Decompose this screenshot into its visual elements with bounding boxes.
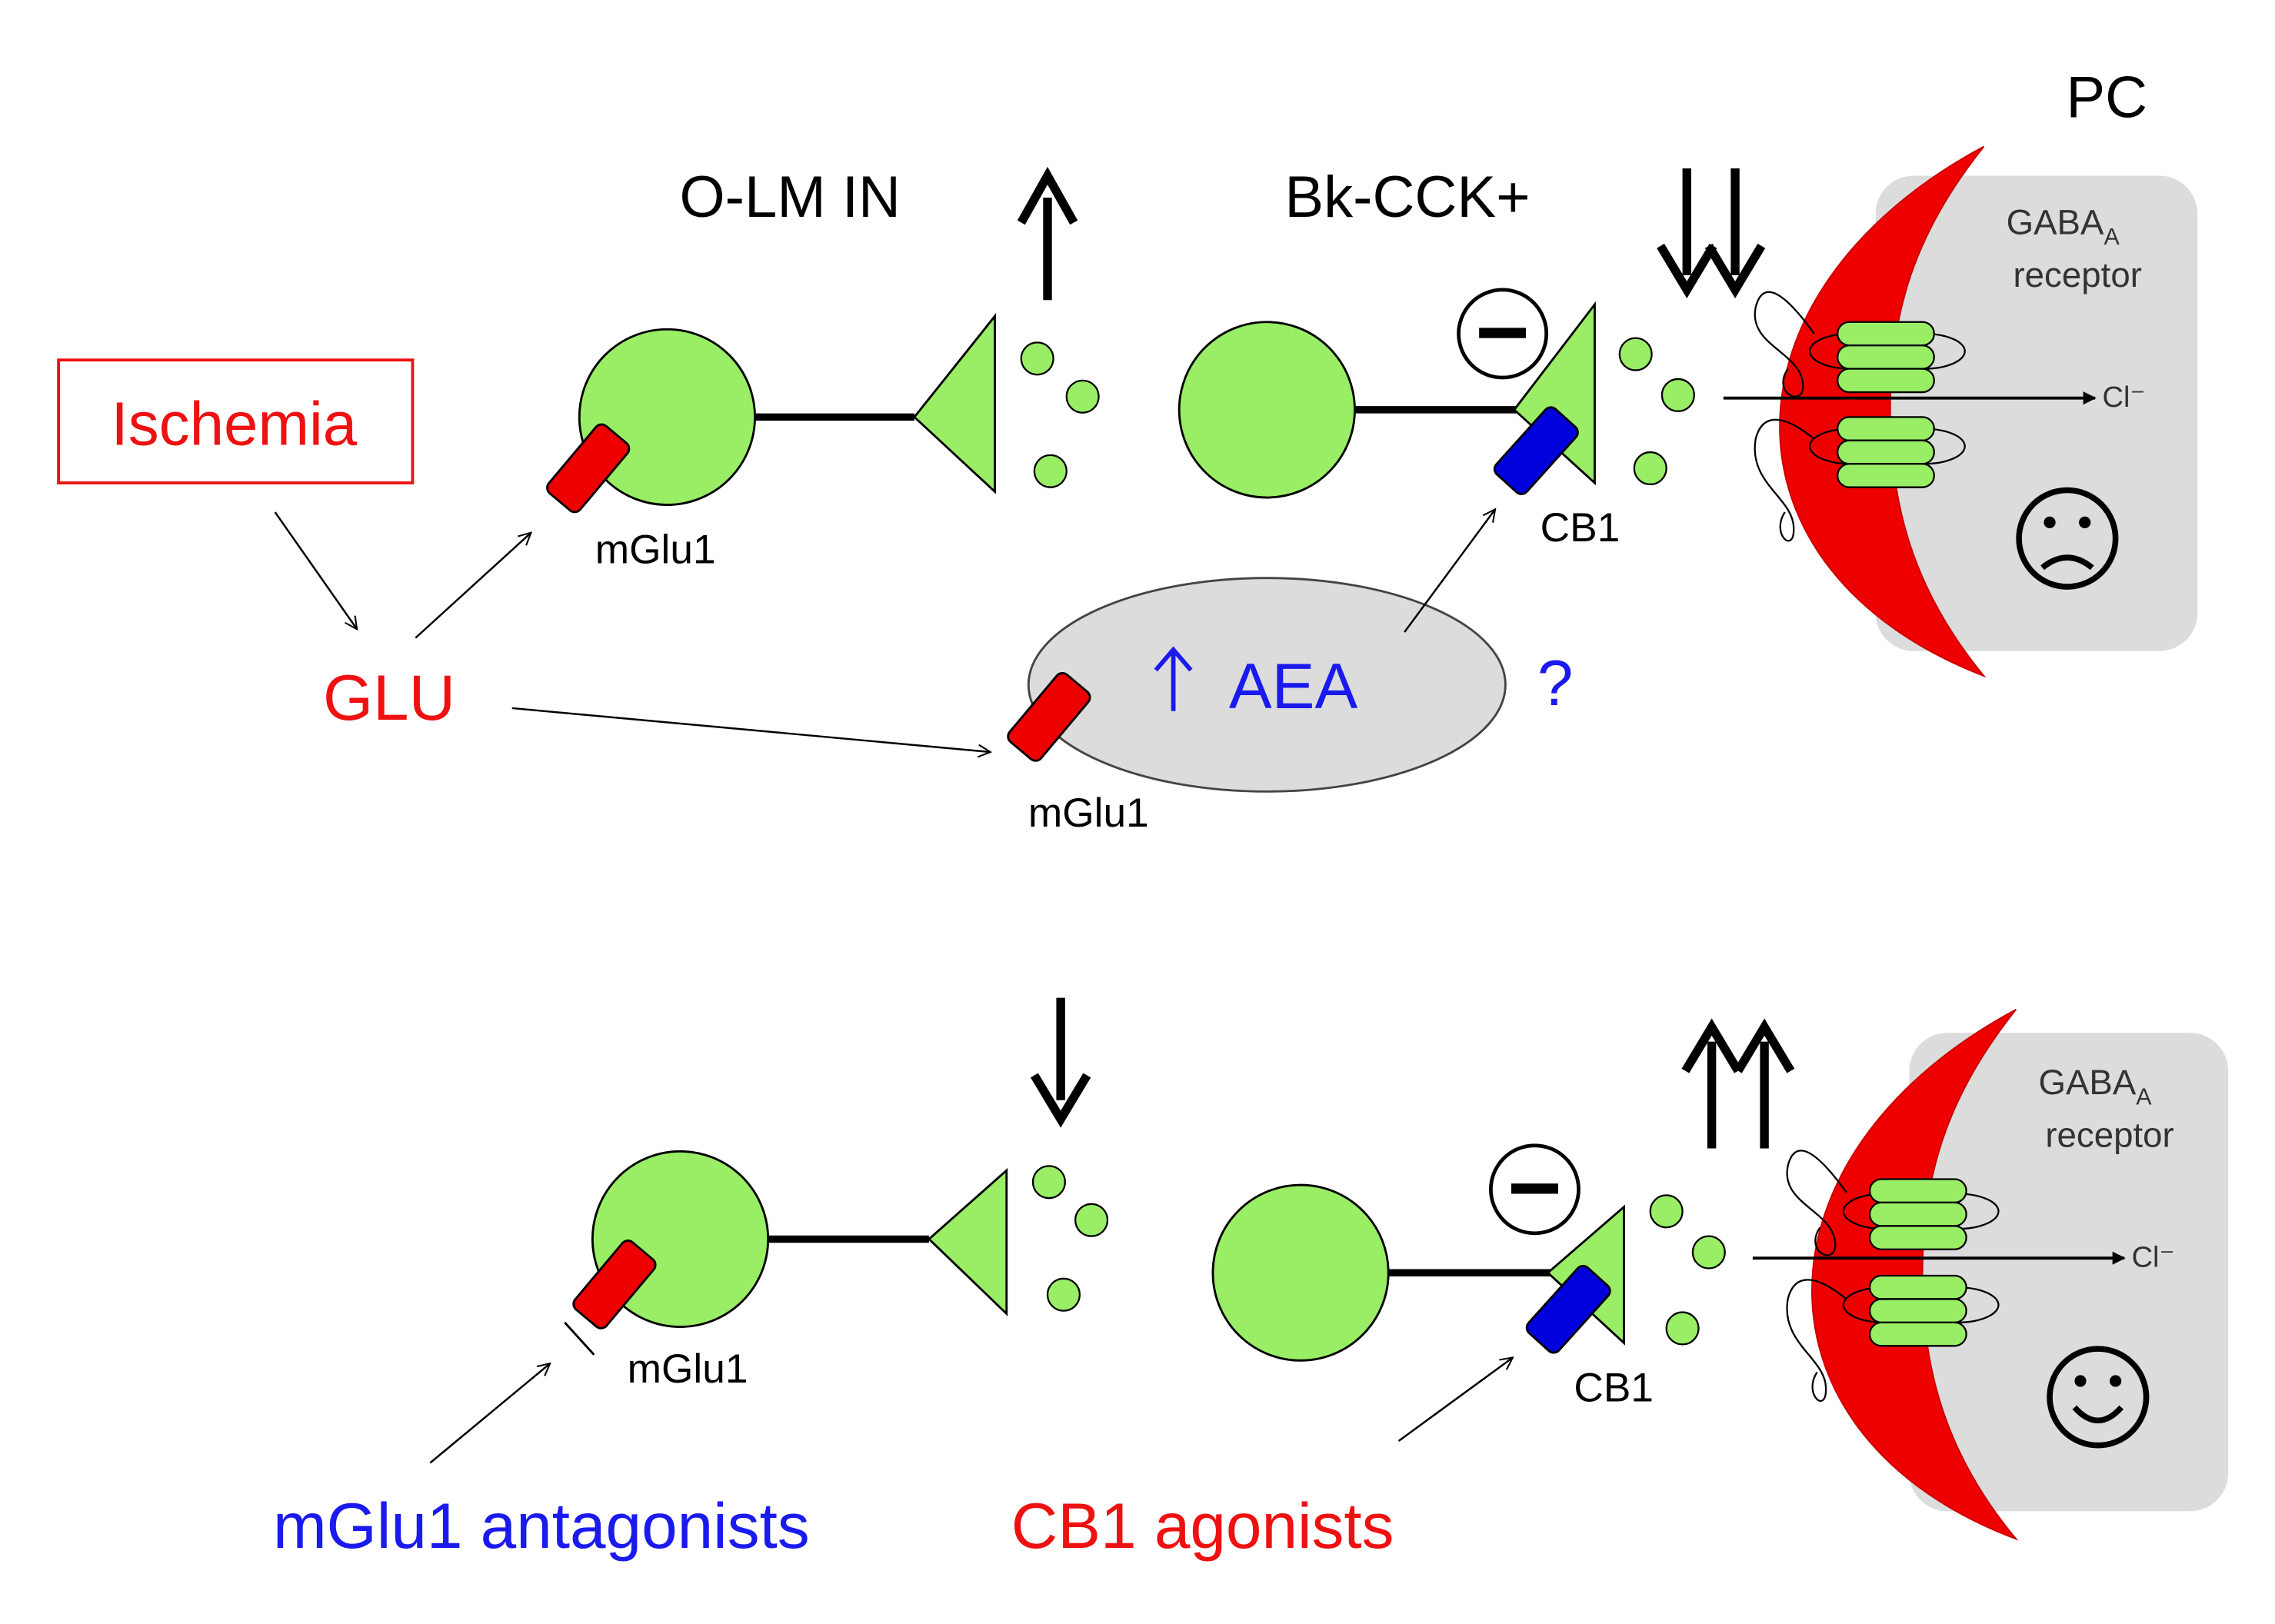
vesicle	[1033, 454, 1068, 488]
vesicle	[1665, 1311, 1700, 1346]
mglu1-label: mGlu1	[595, 527, 716, 573]
aea-label: AEA	[1229, 650, 1358, 722]
receptor-label: receptor	[2013, 255, 2141, 295]
mglu1-receptor	[546, 423, 631, 514]
bk-cck-soma	[1177, 321, 1356, 499]
olm-terminal	[927, 1167, 1008, 1316]
pyramidal-cell-bottom: GABAA receptor	[1810, 1008, 2229, 1541]
olm-interneuron-top: O-LM IN mGlu1	[546, 165, 1100, 573]
bottom-panel: GABAA receptor Cl⁻	[273, 997, 2229, 1562]
vesicle	[1633, 451, 1667, 486]
inhibition-minus-icon	[1457, 288, 1549, 380]
up-arrow-icon	[1017, 166, 1078, 301]
vesicle	[1046, 1277, 1081, 1312]
vesicle	[1065, 379, 1100, 414]
antagonists-arrow	[429, 1363, 550, 1464]
vesicle	[1031, 1165, 1066, 1200]
bk-cck-label: Bk-CCK+	[1284, 165, 1530, 230]
question-mark: ?	[1537, 647, 1574, 719]
cb1-label: CB1	[1541, 505, 1620, 551]
pc-membrane	[1810, 1008, 2019, 1541]
aea-producing-cell: AEA mGlu1 ?	[1007, 509, 1574, 836]
bk-cck-interneuron-top: Bk-CCK+ CB1	[1177, 165, 1766, 551]
vesicle	[1074, 1203, 1109, 1237]
aea-cell-body	[1027, 577, 1507, 793]
cb1-label: CB1	[1574, 1366, 1654, 1411]
glu-to-mglu1-arrow	[415, 533, 531, 639]
top-panel: PC GABAA receptor	[57, 65, 2198, 836]
vesicle	[1691, 1235, 1726, 1270]
agonists-arrow	[1397, 1358, 1513, 1442]
ischemia-box	[57, 358, 415, 484]
bk-cck-interneuron-bottom: CB1	[1211, 1018, 1795, 1411]
pyramidal-cell-top: PC GABAA receptor	[1779, 65, 2198, 678]
gaba-a-label: GABAA	[2007, 203, 2120, 250]
cb1-receptor	[1493, 406, 1579, 495]
mglu1-receptor-aea-cell	[1007, 671, 1091, 762]
down-arrow-icon	[1030, 997, 1091, 1128]
up-arrow-icon	[1154, 646, 1193, 711]
gaba-a-label: GABAA	[2038, 1063, 2152, 1110]
olm-soma	[578, 328, 756, 506]
gaba-a-receptor-bottom	[1786, 1150, 2000, 1402]
frowning-face-icon	[2016, 487, 2119, 590]
double-down-arrow-icon	[1657, 168, 1766, 298]
cb1-receptor	[1525, 1265, 1611, 1354]
vesicle	[1649, 1194, 1684, 1229]
mglu1-receptor	[572, 1240, 657, 1329]
ischemia-to-glu-arrow	[274, 511, 358, 629]
antagonist-block-bar	[564, 1321, 595, 1356]
smiling-face-icon	[2047, 1346, 2150, 1449]
chloride-label-top: Cl⁻	[2103, 381, 2146, 414]
aea-to-cb1-arrow	[1404, 509, 1495, 633]
glu-label: GLU	[323, 661, 455, 734]
double-up-arrow-icon	[1681, 1018, 1795, 1149]
pc-label: PC	[2066, 65, 2147, 130]
olm-in-label: O-LM IN	[680, 165, 901, 230]
olm-interneuron-bottom: mGlu1	[564, 997, 1109, 1392]
mglu1-label-aea-cell: mGlu1	[1028, 790, 1149, 836]
bk-cck-soma	[1211, 1183, 1390, 1362]
inhibition-minus-icon	[1489, 1143, 1581, 1236]
glu-to-pyramidal-mglu1-arrow	[511, 707, 991, 752]
vesicle	[1020, 341, 1054, 376]
mglu1-label: mGlu1	[628, 1346, 748, 1392]
chloride-label-bottom: Cl⁻	[2132, 1242, 2175, 1274]
pc-membrane	[1779, 145, 1987, 678]
gaba-a-receptor-top	[1754, 291, 1966, 542]
cb1-agonists-label: CB1 agonists	[1011, 1489, 1394, 1562]
receptor-label: receptor	[2045, 1116, 2173, 1155]
olm-terminal	[912, 313, 996, 494]
mglu1-antagonists-label: mGlu1 antagonists	[273, 1489, 810, 1562]
ischemia-label: Ischemia	[112, 390, 358, 458]
vesicle	[1660, 378, 1695, 412]
vesicle	[1618, 337, 1653, 371]
